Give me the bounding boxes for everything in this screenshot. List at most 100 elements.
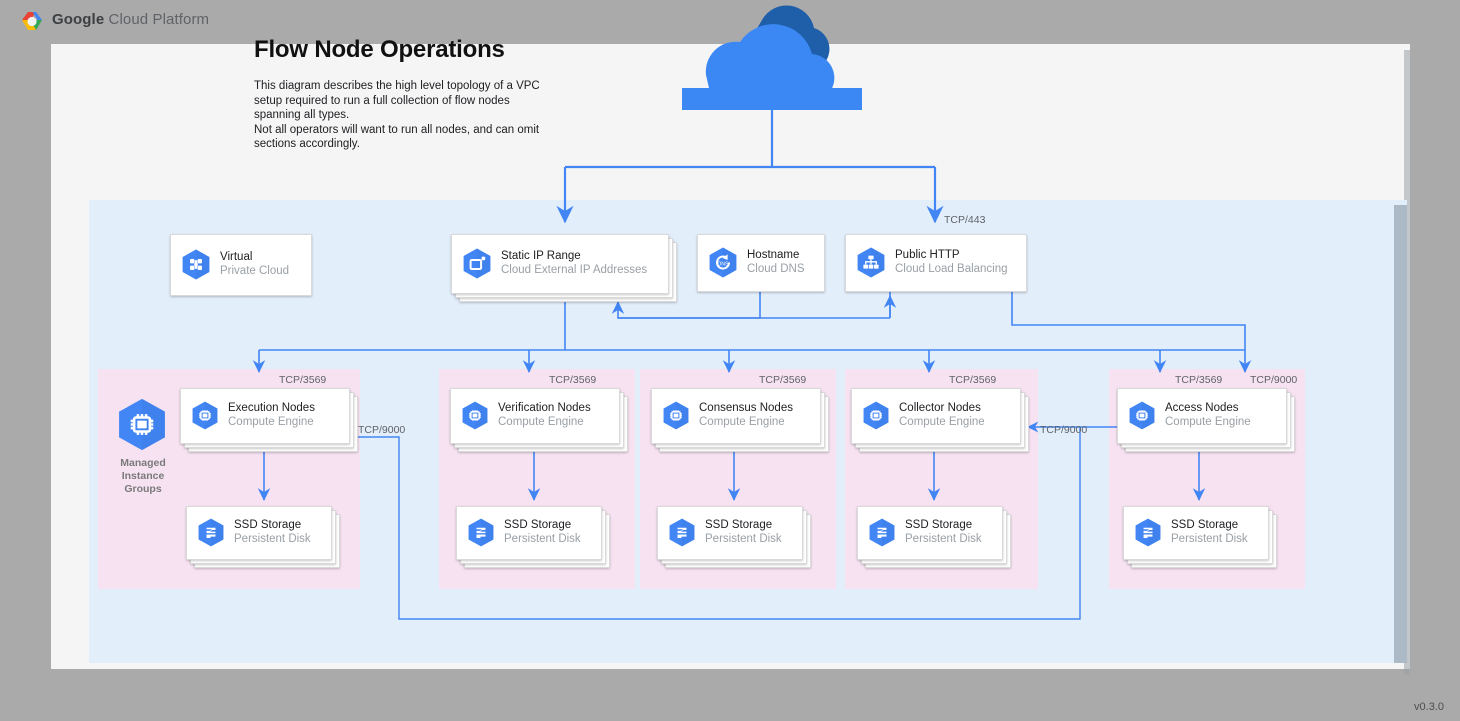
storage-card-access[interactable]: SSD Storage Persistent Disk xyxy=(1123,506,1279,574)
card-subtitle: Compute Engine xyxy=(899,416,985,428)
compute-engine-icon xyxy=(663,401,689,430)
page-description: This diagram describes the high level to… xyxy=(254,80,540,151)
edge-label-access-3569: TCP/3569 xyxy=(1175,374,1223,386)
version-label: v0.3.0 xyxy=(1414,701,1444,713)
card-content: Access Nodes Compute Engine xyxy=(1117,388,1285,442)
edge-label-execution-3569: TCP/3569 xyxy=(279,374,327,386)
card-label: Execution Nodes Compute Engine xyxy=(228,401,315,430)
card-label: SSD Storage Persistent Disk xyxy=(234,518,311,547)
persistent-disk-icon xyxy=(468,518,494,547)
card-content: Collector Nodes Compute Engine xyxy=(851,388,1019,442)
card-subtitle: Persistent Disk xyxy=(905,533,982,545)
canvas-shadow xyxy=(1404,50,1410,675)
card-label: SSD Storage Persistent Disk xyxy=(504,518,581,547)
persistent-disk-icon xyxy=(869,518,895,547)
gcp-brand-bold: Google xyxy=(52,11,105,28)
card-content: SSD Storage Persistent Disk xyxy=(1123,506,1267,558)
card-title: SSD Storage xyxy=(905,518,973,531)
card-subtitle: Compute Engine xyxy=(699,416,785,428)
card-content: Consensus Nodes Compute Engine xyxy=(651,388,819,442)
card-content: SSD Storage Persistent Disk xyxy=(657,506,801,558)
card-title: Consensus Nodes xyxy=(699,401,793,414)
card-subtitle: Persistent Disk xyxy=(234,533,311,545)
edge-label-access-9000: TCP/9000 xyxy=(1250,374,1298,386)
gcp-topbar: Google Cloud Platform xyxy=(0,0,1460,44)
card-subtitle: Cloud DNS xyxy=(747,263,805,275)
managed-instance-groups: Managed Instance Groups xyxy=(118,398,168,496)
node-card-access[interactable]: Access Nodes Compute Engine xyxy=(1117,388,1297,456)
cloud-dns-icon: DNS xyxy=(709,247,737,278)
storage-card-collector[interactable]: SSD Storage Persistent Disk xyxy=(857,506,1013,574)
card-label: Hostname Cloud DNS xyxy=(747,248,805,277)
card-title: Virtual xyxy=(220,250,253,263)
card-label: Public HTTP Cloud Load Balancing xyxy=(895,248,1008,277)
card-label: Consensus Nodes Compute Engine xyxy=(699,401,793,430)
card-label: Collector Nodes Compute Engine xyxy=(899,401,985,430)
edge-label-collector-3569: TCP/3569 xyxy=(949,374,997,386)
node-card-consensus[interactable]: Consensus Nodes Compute Engine xyxy=(651,388,831,456)
card-subtitle: Persistent Disk xyxy=(504,533,581,545)
card-content: SSD Storage Persistent Disk xyxy=(186,506,330,558)
card-content: Public HTTP Cloud Load Balancing xyxy=(845,234,1025,290)
external-ip-icon xyxy=(463,248,491,279)
card-label: SSD Storage Persistent Disk xyxy=(705,518,782,547)
persistent-disk-icon xyxy=(669,518,695,547)
card-title: Access Nodes xyxy=(1165,401,1239,414)
card-surface xyxy=(180,388,350,444)
card-surface xyxy=(651,388,821,444)
node-card-hostname[interactable]: DNS Hostname Cloud DNS xyxy=(697,234,825,294)
card-label: SSD Storage Persistent Disk xyxy=(905,518,982,547)
card-title: Verification Nodes xyxy=(498,401,591,414)
node-card-static-ip[interactable]: Static IP Range Cloud External IP Addres… xyxy=(451,234,677,304)
card-subtitle: Cloud External IP Addresses xyxy=(501,264,648,276)
gcp-brand-title: Google Cloud Platform xyxy=(52,11,209,28)
card-label: SSD Storage Persistent Disk xyxy=(1171,518,1248,547)
card-title: SSD Storage xyxy=(1171,518,1239,531)
edge-label-consensus-3569: TCP/3569 xyxy=(759,374,807,386)
gcp-brand-rest: Cloud Platform xyxy=(104,11,210,28)
vpc-panel-shadow xyxy=(1394,205,1407,663)
managed-instance-groups-label: Managed Instance Groups xyxy=(120,457,166,495)
persistent-disk-icon xyxy=(1135,518,1161,547)
node-card-vpc[interactable]: Virtual Private Cloud xyxy=(170,234,312,296)
card-subtitle: Compute Engine xyxy=(228,416,314,428)
storage-card-consensus[interactable]: SSD Storage Persistent Disk xyxy=(657,506,813,574)
card-title: Hostname xyxy=(747,248,800,261)
compute-engine-icon xyxy=(192,401,218,430)
card-subtitle: Private Cloud xyxy=(220,265,290,277)
card-title: Static IP Range xyxy=(501,249,581,262)
card-subtitle: Persistent Disk xyxy=(1171,533,1248,545)
card-title: Collector Nodes xyxy=(899,401,981,414)
card-content: SSD Storage Persistent Disk xyxy=(456,506,600,558)
card-subtitle: Cloud Load Balancing xyxy=(895,263,1008,275)
card-title: SSD Storage xyxy=(705,518,773,531)
card-content: Static IP Range Cloud External IP Addres… xyxy=(451,234,667,292)
card-label: Static IP Range Cloud External IP Addres… xyxy=(501,249,647,278)
edge-label-execution-9000: TCP/9000 xyxy=(358,424,406,436)
card-label: Verification Nodes Compute Engine xyxy=(498,401,591,430)
edge-label-tcp443: TCP/443 xyxy=(944,214,986,226)
storage-card-execution[interactable]: SSD Storage Persistent Disk xyxy=(186,506,342,574)
card-title: Execution Nodes xyxy=(228,401,315,414)
svg-text:DNS: DNS xyxy=(718,261,729,267)
card-content: SSD Storage Persistent Disk xyxy=(857,506,1001,558)
google-cloud-logo-icon xyxy=(18,8,46,36)
persistent-disk-icon xyxy=(198,518,224,547)
compute-engine-icon xyxy=(462,401,488,430)
card-content: Verification Nodes Compute Engine xyxy=(450,388,618,442)
card-label: Access Nodes Compute Engine xyxy=(1165,401,1251,430)
storage-card-verification[interactable]: SSD Storage Persistent Disk xyxy=(456,506,612,574)
node-card-collector[interactable]: Collector Nodes Compute Engine xyxy=(851,388,1031,456)
card-title: SSD Storage xyxy=(234,518,302,531)
node-card-public-http[interactable]: Public HTTP Cloud Load Balancing xyxy=(845,234,1027,294)
edge-label-verification-3569: TCP/3569 xyxy=(549,374,597,386)
card-subtitle: Compute Engine xyxy=(1165,416,1251,428)
load-balancing-icon xyxy=(857,247,885,278)
card-content: Execution Nodes Compute Engine xyxy=(180,388,348,442)
compute-engine-icon xyxy=(1129,401,1155,430)
card-label: Virtual Private Cloud xyxy=(220,250,289,279)
node-card-verification[interactable]: Verification Nodes Compute Engine xyxy=(450,388,630,456)
card-content: Virtual Private Cloud xyxy=(170,234,310,294)
node-card-execution[interactable]: Execution Nodes Compute Engine xyxy=(180,388,360,456)
card-subtitle: Compute Engine xyxy=(498,416,584,428)
